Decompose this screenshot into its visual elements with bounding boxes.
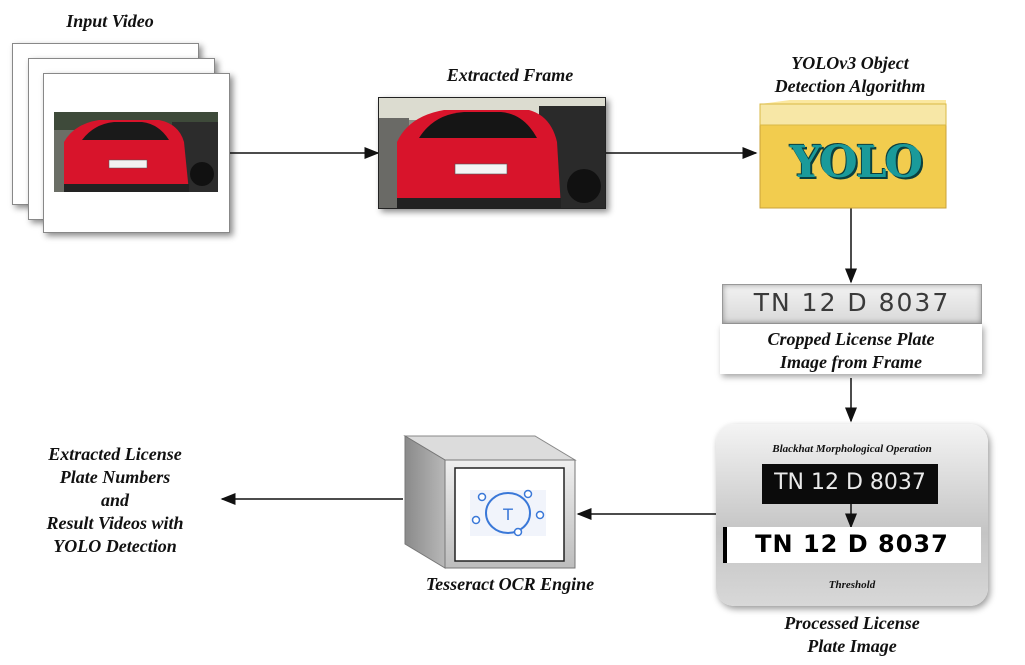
extracted-frame-car-image xyxy=(379,98,605,208)
extracted-frame-label: Extracted Frame xyxy=(446,65,574,85)
cropped-caption-box xyxy=(720,324,982,374)
threshold-plate: TN 12 D 8037 xyxy=(723,527,981,563)
blackhat-plate: TN 12 D 8037 xyxy=(762,464,938,504)
tesseract-logo-icon: T xyxy=(470,489,546,537)
processed-caption-line1: Processed License xyxy=(784,613,920,633)
yolo-title-line1: YOLOv3 Object xyxy=(791,53,909,73)
yolo-title: YOLOv3 Object Detection Algorithm xyxy=(730,52,970,98)
input-video-car-image xyxy=(54,112,218,192)
extracted-frame-image-frame xyxy=(378,97,606,209)
cropped-caption-line2: Image from Frame xyxy=(780,352,922,372)
input-video-label: Input Video xyxy=(66,11,154,31)
output-line4: Result Videos with xyxy=(46,513,184,533)
threshold-plate-text: TN 12 D 8037 xyxy=(755,530,949,558)
blackhat-label: Blackhat Morphological Operation xyxy=(772,443,932,455)
output-line5: YOLO Detection xyxy=(53,536,177,556)
svg-text:T: T xyxy=(502,505,513,524)
cropped-plate-image: TN 12 D 8037 xyxy=(722,284,982,324)
output-line2: Plate Numbers xyxy=(59,467,171,487)
output-label: Extracted License Plate Numbers and Resu… xyxy=(10,443,220,558)
threshold-label: Threshold xyxy=(828,579,876,591)
tesseract-label: Tesseract OCR Engine xyxy=(425,574,595,594)
blackhat-plate-text: TN 12 D 8037 xyxy=(774,470,926,495)
processed-caption-line2: Plate Image xyxy=(807,636,897,656)
yolo-title-line2: Detection Algorithm xyxy=(774,76,926,96)
output-line1: Extracted License xyxy=(48,444,182,464)
cropped-caption-line1: Cropped License Plate xyxy=(767,329,935,349)
cropped-caption: Cropped License Plate Image from Frame xyxy=(720,328,982,374)
yolo-logo: YOLO xyxy=(790,137,923,188)
cropped-plate-text: TN 12 D 8037 xyxy=(753,288,951,317)
output-line3: and xyxy=(100,490,129,510)
processed-caption: Processed License Plate Image xyxy=(716,612,988,658)
video-stack-front xyxy=(43,73,230,233)
